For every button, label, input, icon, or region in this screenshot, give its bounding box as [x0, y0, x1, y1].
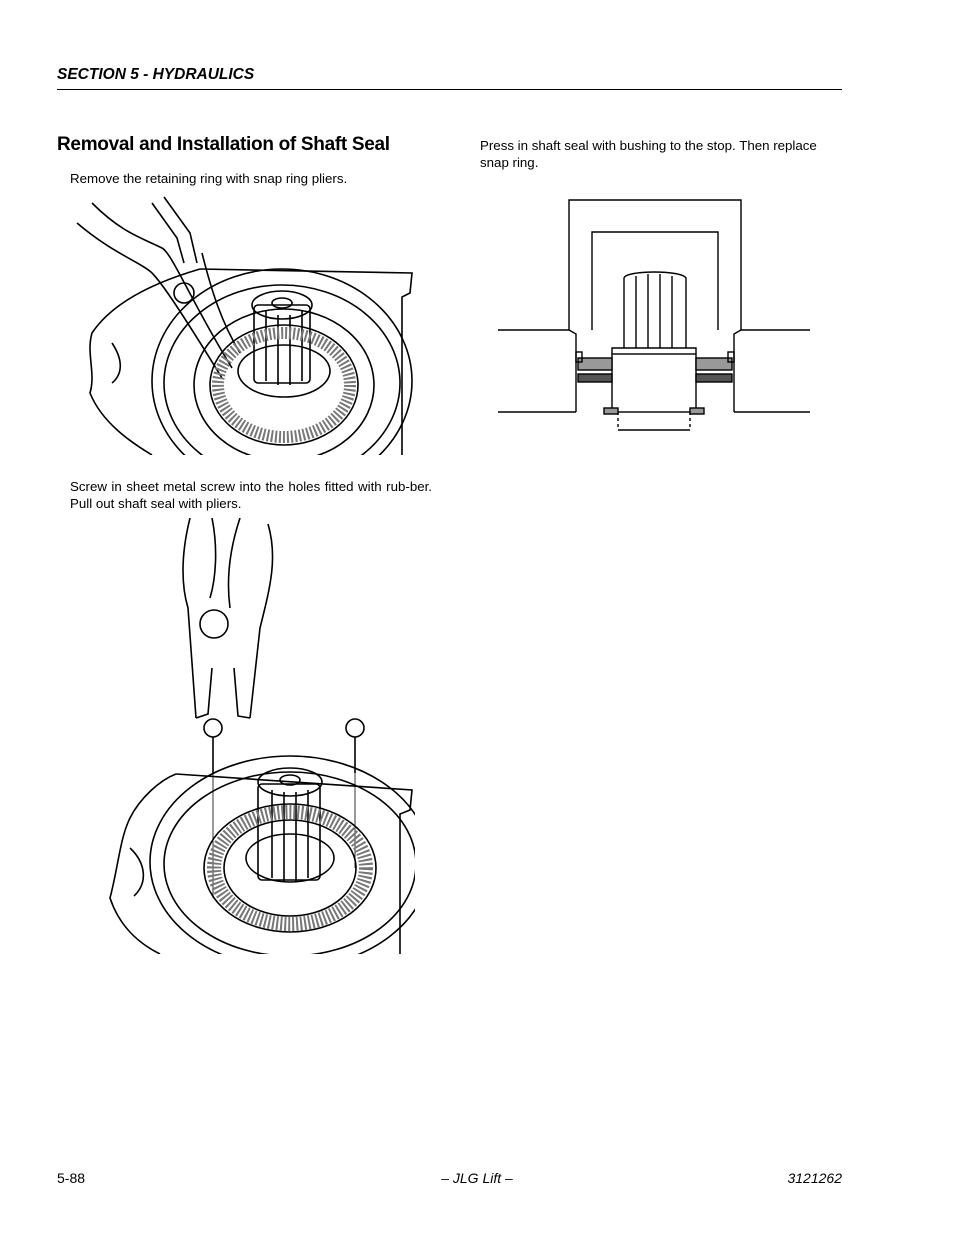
section-header: SECTION 5 - HYDRAULICS: [57, 66, 255, 83]
step-1-text: Remove the retaining ring with snap ring…: [70, 171, 348, 186]
step-3-text: Press in shaft seal with bushing to the …: [480, 138, 817, 170]
page-number: 5-88: [57, 1170, 86, 1186]
figure-snap-ring-removal: [72, 193, 417, 455]
page-title: Removal and Installation of Shaft Seal: [57, 134, 390, 155]
figure-seal-press-in: [496, 198, 812, 432]
figure-shaft-seal-pull: [100, 518, 415, 954]
header-rule: [57, 89, 842, 90]
step-2-text: Screw in sheet metal screw into the hole…: [70, 479, 432, 511]
doc-number: 3121262: [787, 1170, 842, 1186]
footer-brand: – JLG Lift –: [441, 1170, 513, 1186]
